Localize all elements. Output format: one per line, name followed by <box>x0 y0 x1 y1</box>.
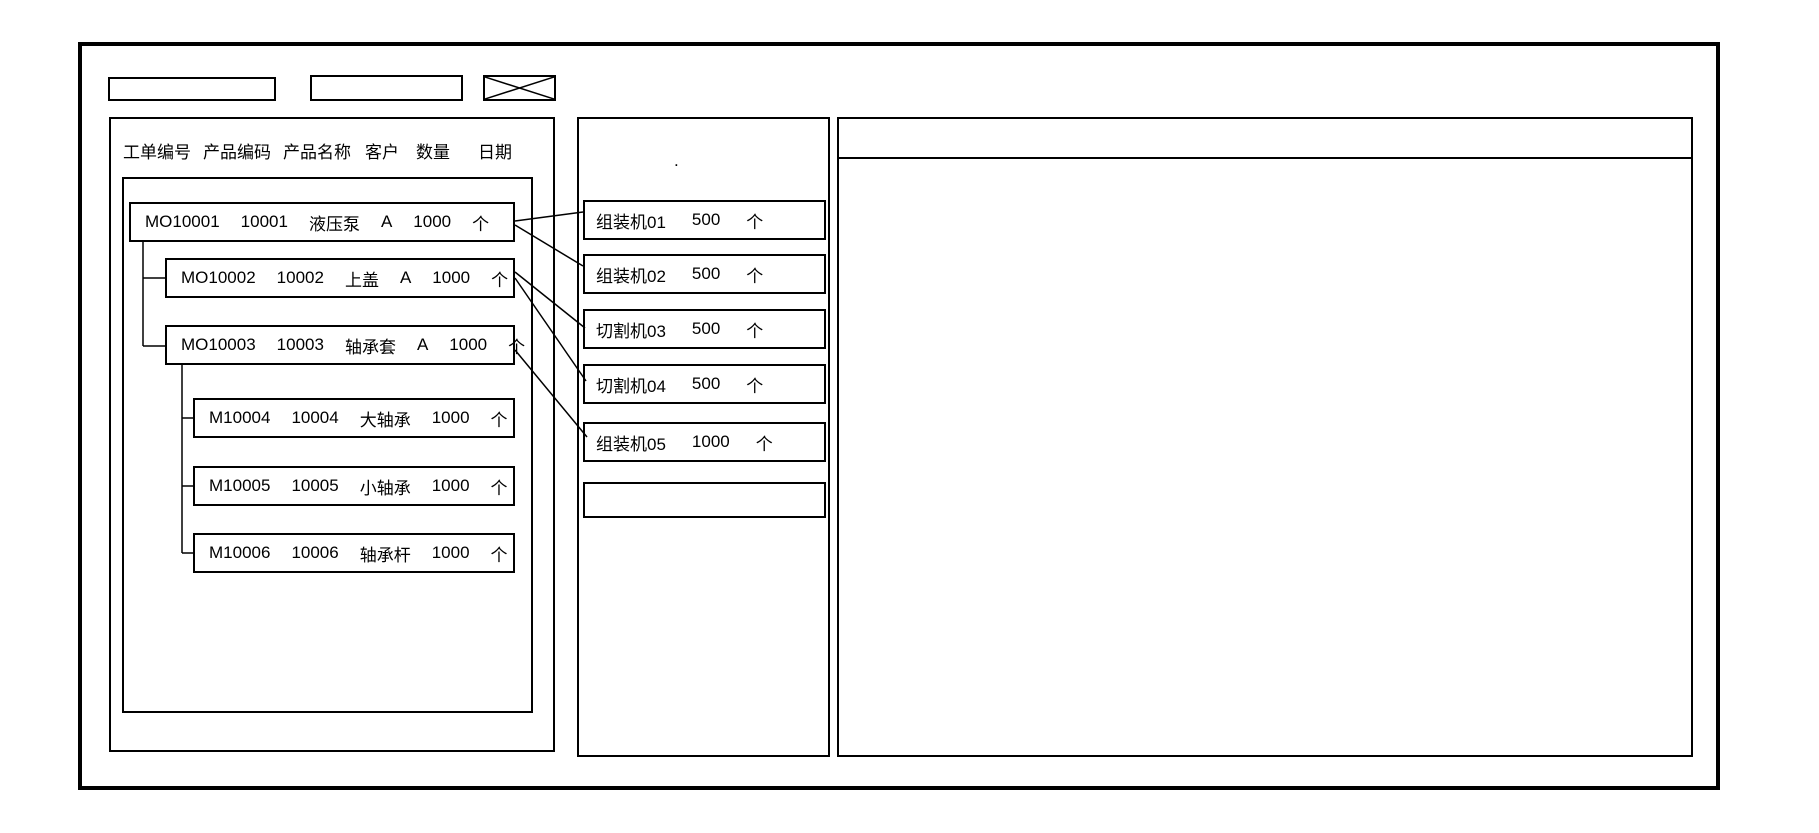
unit: 个 <box>746 212 764 232</box>
order-id: MO10003 <box>181 335 256 354</box>
machine-slot-empty[interactable] <box>583 482 826 518</box>
toolbar-field-1[interactable] <box>108 77 276 101</box>
detail-panel <box>837 117 1693 757</box>
machine-qty: 1000 <box>691 432 730 451</box>
machine-name: 组装机02 <box>596 266 666 286</box>
product-name: 液压泵 <box>308 214 360 234</box>
product-code: 10001 <box>240 212 288 231</box>
unit: 个 <box>490 478 508 498</box>
machine-qty: 500 <box>691 264 721 283</box>
product-code: 10004 <box>291 408 339 427</box>
unit: 个 <box>508 337 526 357</box>
machine-name: 组装机01 <box>596 212 666 232</box>
order-id: M10004 <box>209 408 271 427</box>
product-name: 轴承杆 <box>359 545 411 565</box>
product-name: 大轴承 <box>359 410 411 430</box>
quantity: 1000 <box>431 408 470 427</box>
machine-qty: 500 <box>691 374 721 393</box>
machine-name: 切割机03 <box>596 321 666 341</box>
unit: 个 <box>746 376 764 396</box>
unit: 个 <box>490 545 508 565</box>
unit: 个 <box>491 270 509 290</box>
column-header-product-name: 产品名称 <box>283 143 351 162</box>
order-id: M10006 <box>209 543 271 562</box>
order-id: MO10001 <box>145 212 220 231</box>
customer: A <box>380 212 393 231</box>
column-header-quantity: 数量 <box>416 143 450 162</box>
detail-header-divider <box>839 157 1691 159</box>
column-header-order-id: 工单编号 <box>123 143 191 162</box>
order-id: MO10002 <box>181 268 256 287</box>
customer: A <box>399 268 412 287</box>
order-id: M10005 <box>209 476 271 495</box>
quantity: 1000 <box>432 268 471 287</box>
column-header-date: 日期 <box>478 143 512 162</box>
order-node-MO10002[interactable]: MO10002 10002 上盖 A 1000 个 <box>165 258 515 298</box>
close-button[interactable] <box>483 75 556 101</box>
column-header-customer: 客户 <box>365 143 399 162</box>
close-icon <box>485 77 554 99</box>
order-node-MO10001[interactable]: MO10001 10001 液压泵 A 1000 个 <box>129 202 515 242</box>
machine-slot-2[interactable]: 组装机02 500 个 <box>583 254 826 294</box>
machine-slot-4[interactable]: 切割机04 500 个 <box>583 364 826 404</box>
product-name: 上盖 <box>344 270 379 290</box>
unit: 个 <box>490 410 508 430</box>
product-code: 10003 <box>276 335 324 354</box>
product-code: 10005 <box>291 476 339 495</box>
quantity: 1000 <box>431 476 470 495</box>
unit: 个 <box>755 434 773 454</box>
order-node-M10004[interactable]: M10004 10004 大轴承 1000 个 <box>193 398 515 438</box>
quantity: 1000 <box>431 543 470 562</box>
unit: 个 <box>746 321 764 341</box>
order-node-M10006[interactable]: M10006 10006 轴承杆 1000 个 <box>193 533 515 573</box>
machine-slot-1[interactable]: 组装机01 500 个 <box>583 200 826 240</box>
quantity: 1000 <box>449 335 488 354</box>
machine-qty: 500 <box>691 210 721 229</box>
toolbar-field-2[interactable] <box>310 75 463 101</box>
product-code: 10006 <box>291 543 339 562</box>
unit: 个 <box>472 214 490 234</box>
machine-qty: 500 <box>691 319 721 338</box>
order-node-MO10003[interactable]: MO10003 10003 轴承套 A 1000 个 <box>165 325 525 365</box>
stray-dot: . <box>674 151 679 170</box>
machine-name: 切割机04 <box>596 376 666 396</box>
quantity: 1000 <box>413 212 452 231</box>
machine-slot-3[interactable]: 切割机03 500 个 <box>583 309 826 349</box>
product-code: 10002 <box>276 268 324 287</box>
order-node-M10005[interactable]: M10005 10005 小轴承 1000 个 <box>193 466 515 506</box>
product-name: 轴承套 <box>344 337 396 357</box>
unit: 个 <box>746 266 764 286</box>
customer: A <box>416 335 429 354</box>
machine-name: 组装机05 <box>596 434 666 454</box>
machine-slot-5[interactable]: 组装机05 1000 个 <box>583 422 826 462</box>
product-name: 小轴承 <box>359 478 411 498</box>
column-header-product-code: 产品编码 <box>203 143 271 162</box>
